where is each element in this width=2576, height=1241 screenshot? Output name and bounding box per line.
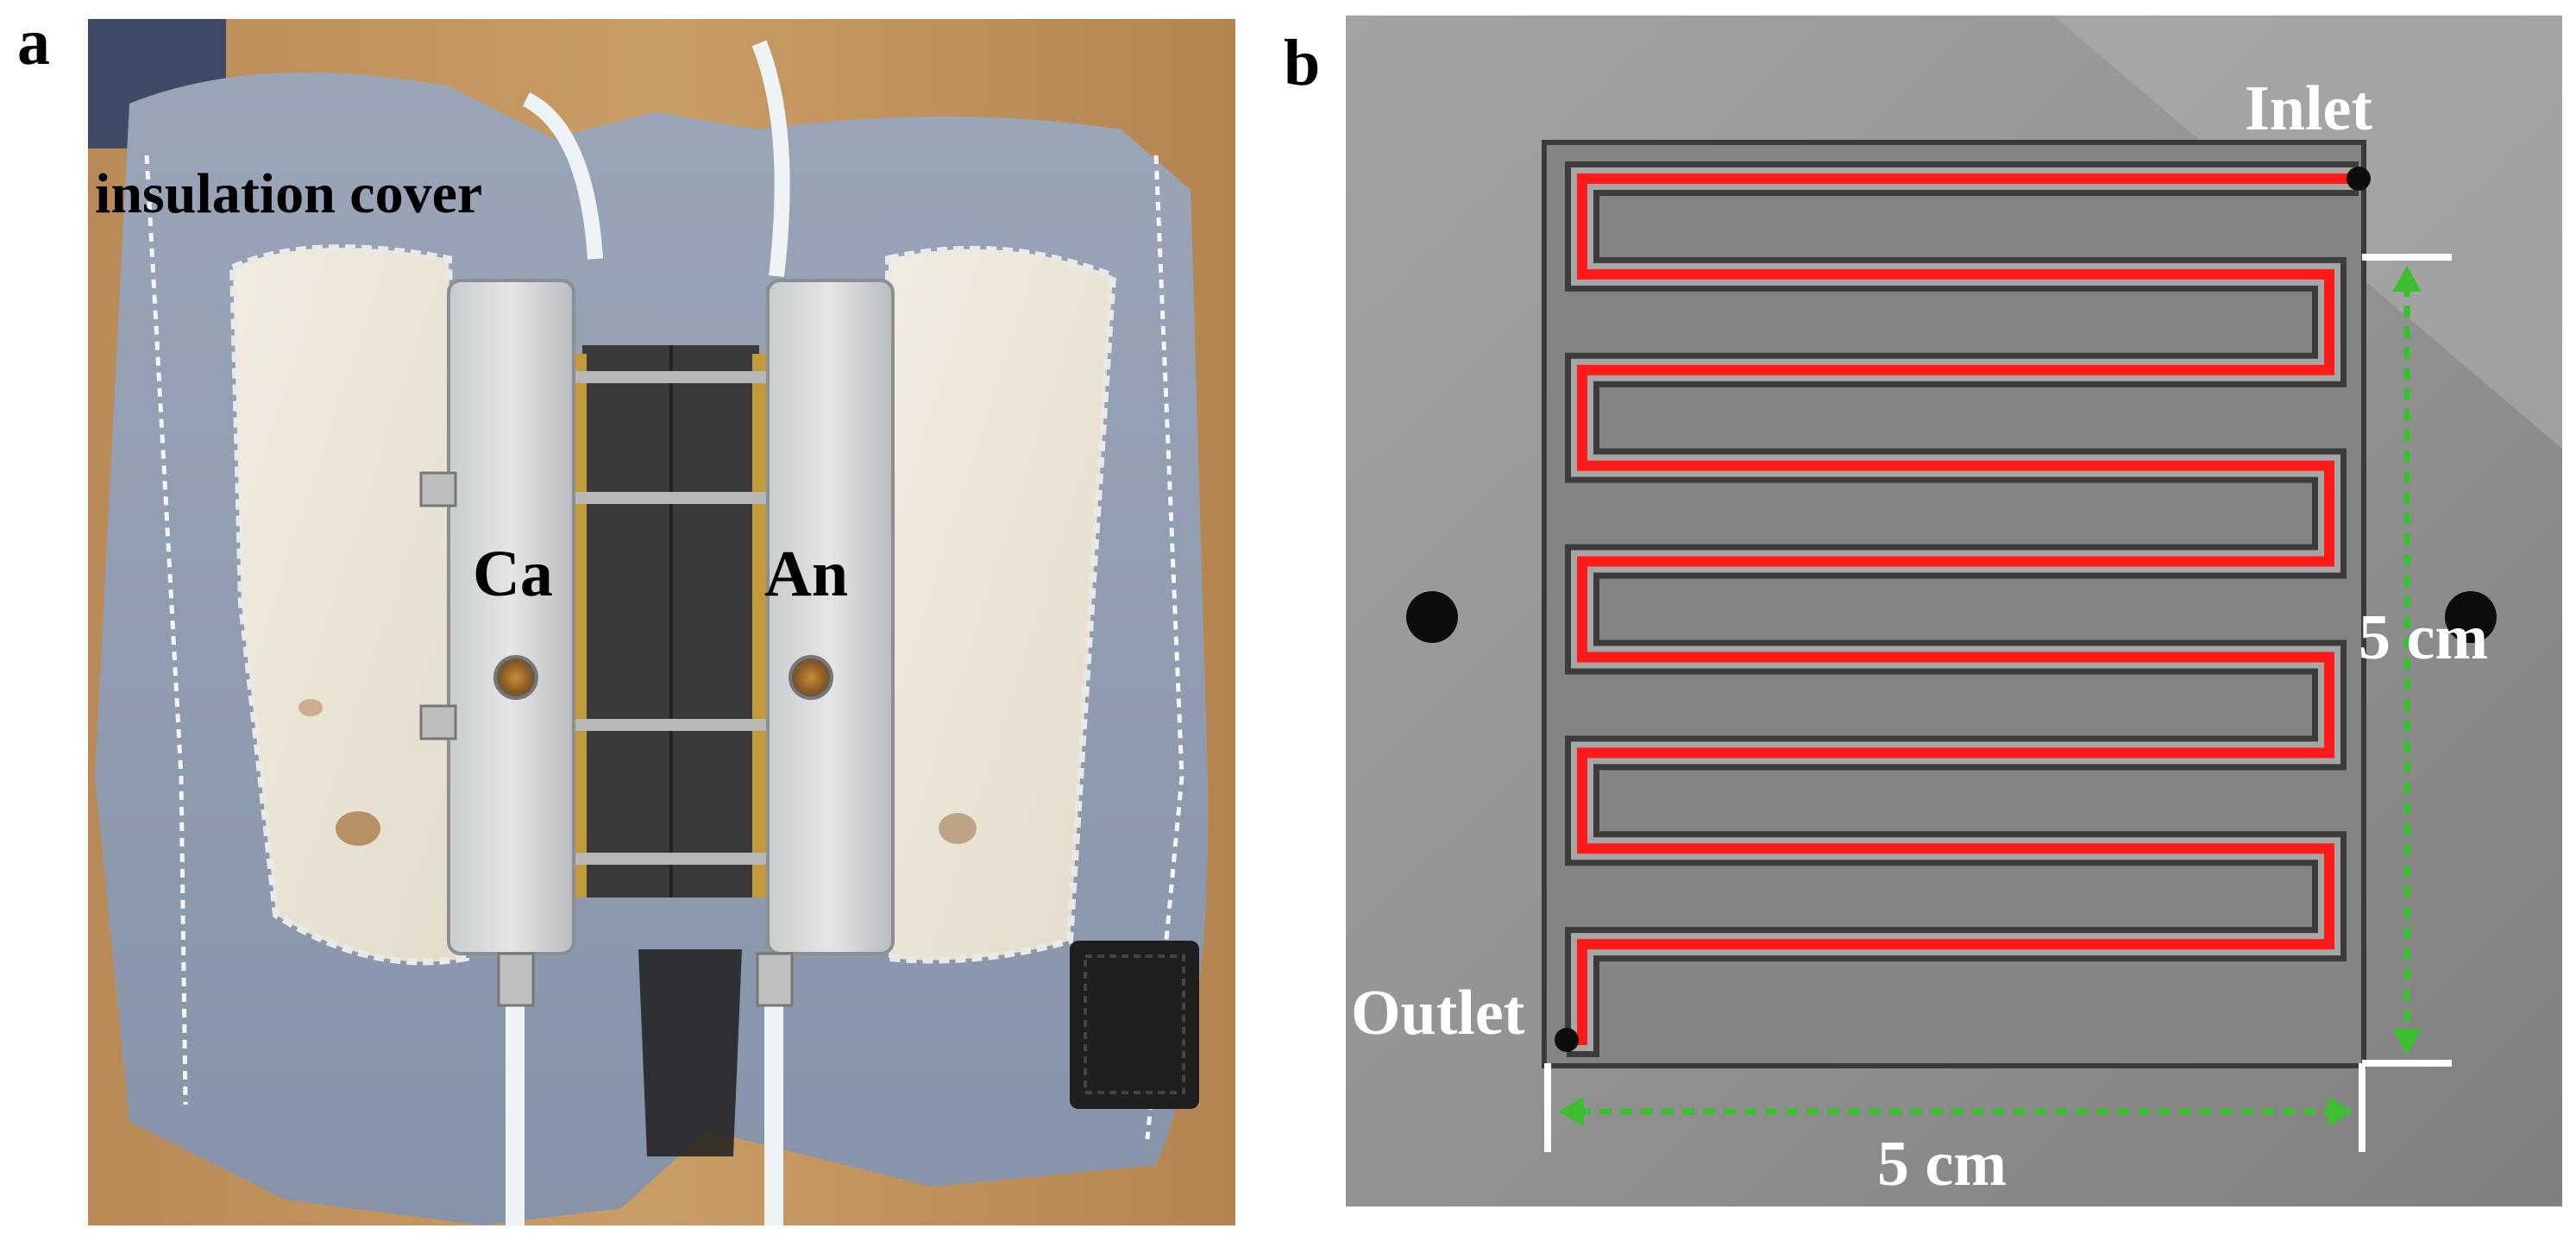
panel-a-letter: a — [17, 6, 50, 79]
tube-top-right — [751, 40, 790, 278]
port-anode — [789, 655, 833, 700]
flow-path — [1567, 173, 2359, 1045]
label-inlet: Inlet — [2245, 73, 2372, 144]
width-dimension — [1544, 1063, 2353, 1152]
fitting-left — [497, 952, 535, 1007]
flow-field-photo — [1346, 16, 2562, 1206]
label-insulation-cover: insulation cover — [95, 162, 482, 225]
height-arrowhead-bottom — [2392, 1029, 2422, 1055]
alignment-hole-right — [2445, 591, 2497, 643]
width-arrowhead-left — [1558, 1097, 1584, 1126]
end-plate-anode — [766, 279, 895, 955]
lining-left — [233, 248, 466, 962]
alignment-hole-left — [1406, 591, 1458, 643]
label-width-5cm: 5 cm — [1877, 1129, 2007, 1200]
height-dimension — [2359, 254, 2452, 1152]
seam-right — [1145, 154, 1184, 1140]
gold-collector-right — [752, 354, 766, 898]
label-outlet: Outlet — [1351, 978, 1525, 1049]
cell-photo — [88, 19, 1235, 1225]
panel-b-letter: b — [1284, 27, 1320, 99]
height-arrowhead-top — [2392, 266, 2422, 292]
tube-top-left — [522, 91, 603, 260]
end-plate-cathode — [447, 279, 575, 955]
panel-b-flow-field: b — [1284, 16, 2562, 1206]
stain — [336, 811, 380, 846]
outlet-port — [1555, 1028, 1579, 1052]
seam-left — [144, 154, 188, 1106]
bolt — [419, 471, 457, 507]
fitting-right — [756, 952, 794, 1007]
gold-collector-left — [573, 354, 587, 898]
bolt — [419, 704, 457, 740]
label-anode: An — [764, 538, 848, 610]
label-cathode: Ca — [473, 538, 553, 610]
panel-a-cell-photo: a — [17, 6, 1235, 1225]
port-cathode — [493, 655, 538, 700]
label-height-5cm: 5 cm — [2359, 602, 2488, 673]
width-arrowhead-right — [2328, 1097, 2353, 1126]
inlet-port — [2347, 167, 2371, 191]
lining-right — [889, 249, 1113, 961]
channel-area — [1542, 140, 2366, 1068]
velcro-patch — [1070, 941, 1199, 1109]
